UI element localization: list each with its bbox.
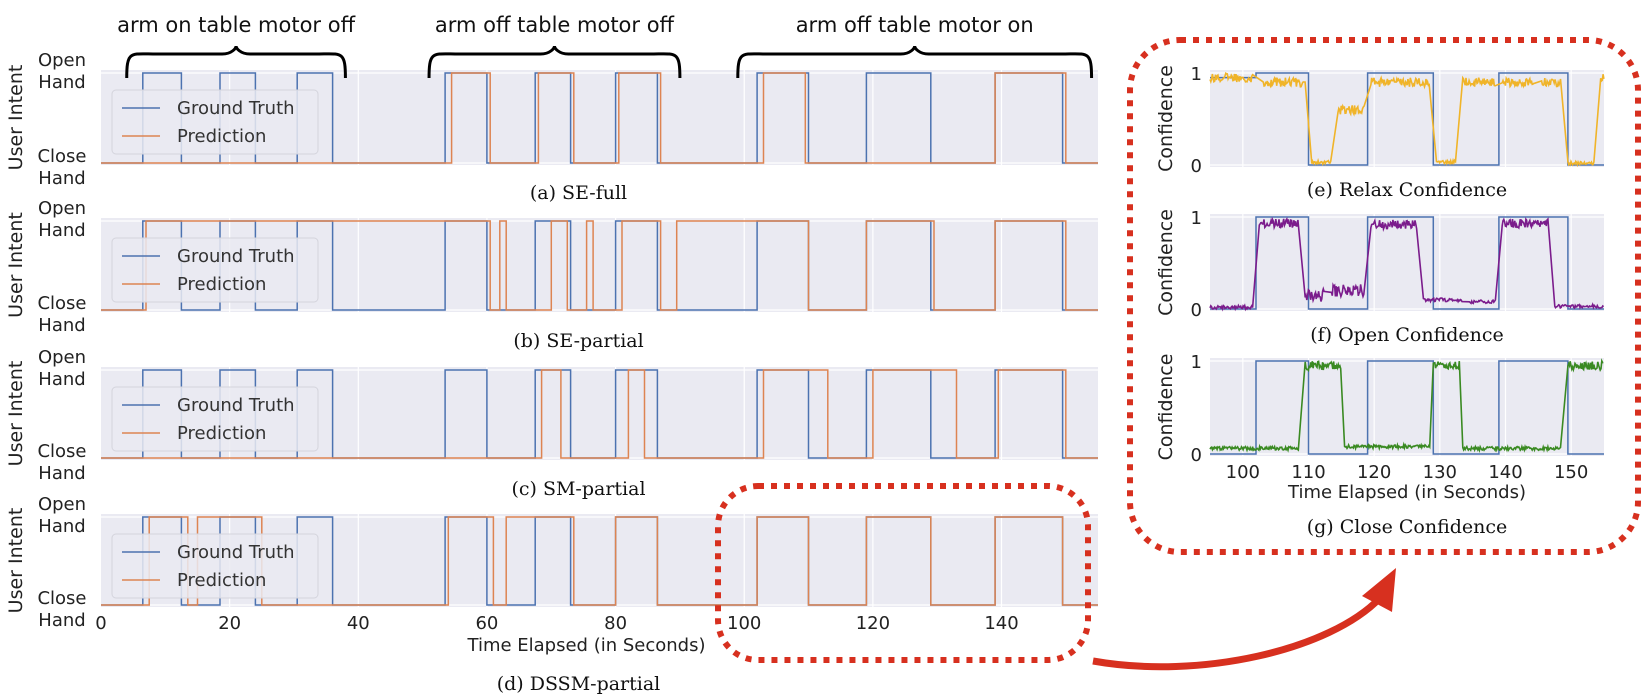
x-tick-label: 20 <box>218 613 241 634</box>
y-axis-label: User Intent <box>5 508 27 614</box>
x-tick-label: 110 <box>1291 462 1325 483</box>
series-line-prediction <box>101 72 1098 164</box>
panel-caption: (e) Relax Confidence <box>1307 179 1507 201</box>
x-tick-label: 140 <box>984 613 1018 634</box>
y-tick-label: 0 <box>1191 445 1202 466</box>
y-tick-label: 1 <box>1191 208 1202 229</box>
y-tick-label: Close <box>37 146 86 167</box>
panel-caption: (d) DSSM-partial <box>497 673 661 695</box>
y-tick-label: Hand <box>38 72 85 93</box>
x-tick-label: 150 <box>1554 462 1588 483</box>
y-axis-label: Confidence <box>1155 65 1177 172</box>
legend-frame <box>111 89 319 155</box>
x-axis-label: Time Elapsed (in Seconds) <box>467 635 706 656</box>
x-tick-label: 100 <box>727 613 761 634</box>
y-axis-label: User Intent <box>5 65 27 171</box>
series-line-ground-truth <box>1210 216 1604 310</box>
y-axis-label: Confidence <box>1155 354 1177 461</box>
annotation-label: arm off table motor off <box>435 13 675 37</box>
x-axis-label: Time Elapsed (in Seconds) <box>1287 482 1526 503</box>
annotation-label: arm on table motor off <box>117 13 356 37</box>
legend-label: Ground Truth <box>177 542 295 563</box>
series-line-prediction <box>1209 216 1605 312</box>
y-tick-label: Open <box>38 494 86 515</box>
panel-caption: (b) SE-partial <box>513 330 643 352</box>
y-tick-label: Hand <box>38 610 85 631</box>
y-tick-label: 1 <box>1191 64 1202 85</box>
x-tick-label: 130 <box>1423 462 1457 483</box>
y-tick-label: Hand <box>38 369 85 390</box>
legend-frame <box>111 237 319 303</box>
y-axis-label: User Intent <box>5 212 27 318</box>
y-tick-label: Close <box>37 293 86 314</box>
x-tick-label: 100 <box>1226 462 1260 483</box>
x-tick-label: 80 <box>604 613 627 634</box>
panel-f: Confidence 1 0 (f) Open Confidence <box>1155 208 1605 346</box>
plot-area <box>1210 70 1604 167</box>
legend-label: Prediction <box>177 274 266 295</box>
legend-frame <box>111 533 319 599</box>
legend-label: Prediction <box>177 570 266 591</box>
y-tick-label: 0 <box>1191 300 1202 321</box>
series-line-prediction <box>1209 358 1604 454</box>
highlight-box-zoom-region <box>715 483 1091 663</box>
y-tick-label: Hand <box>38 220 85 241</box>
legend-label: Ground Truth <box>177 98 295 119</box>
legend-frame <box>111 386 319 452</box>
highlight-box-confidence-panels <box>1127 37 1641 555</box>
y-tick-label: 1 <box>1191 352 1202 373</box>
arrow-head <box>1362 568 1396 612</box>
legend-label: Ground Truth <box>177 246 295 267</box>
y-tick-label: Hand <box>38 315 85 336</box>
panel-e: Confidence 1 0 (e) Relax Confidence <box>1155 64 1605 201</box>
y-axis-label: User Intent <box>5 361 27 467</box>
y-tick-label: Hand <box>38 516 85 537</box>
y-tick-label: Open <box>38 198 86 219</box>
plot-area <box>1210 358 1604 456</box>
panel-caption: (g) Close Confidence <box>1307 516 1508 538</box>
x-tick-label: 40 <box>347 613 370 634</box>
y-axis-label: Confidence <box>1155 209 1177 316</box>
plot-area <box>1210 214 1604 311</box>
brace <box>736 45 1094 79</box>
panel-caption: (f) Open Confidence <box>1310 324 1504 346</box>
x-tick-label: 120 <box>856 613 890 634</box>
x-tick-label: 0 <box>95 613 106 634</box>
panel-caption: (c) SM-partial <box>511 478 645 500</box>
y-tick-label: Open <box>38 347 86 368</box>
x-tick-label: 140 <box>1488 462 1522 483</box>
legend-label: Prediction <box>177 126 266 147</box>
y-tick-label: Open <box>38 50 86 71</box>
y-tick-label: Close <box>37 588 86 609</box>
series-line-ground-truth <box>1210 72 1604 166</box>
brace <box>125 45 347 79</box>
y-tick-label: Close <box>37 441 86 462</box>
legend-label: Prediction <box>177 423 266 444</box>
series-line-ground-truth <box>1210 360 1604 455</box>
y-tick-label: Hand <box>38 463 85 484</box>
arrow-shaft <box>1092 595 1383 671</box>
series-line-prediction <box>101 369 1098 459</box>
annotation-label: arm off table motor on <box>796 13 1034 37</box>
series-line-prediction <box>1209 71 1605 168</box>
panel-caption: (a) SE-full <box>530 182 627 204</box>
x-tick-label: 120 <box>1357 462 1391 483</box>
series-line-prediction <box>101 220 1098 311</box>
brace <box>427 45 682 79</box>
legend-label: Ground Truth <box>177 395 295 416</box>
x-tick-label: 60 <box>475 613 498 634</box>
y-tick-label: 0 <box>1191 156 1202 177</box>
y-tick-label: Hand <box>38 168 85 189</box>
